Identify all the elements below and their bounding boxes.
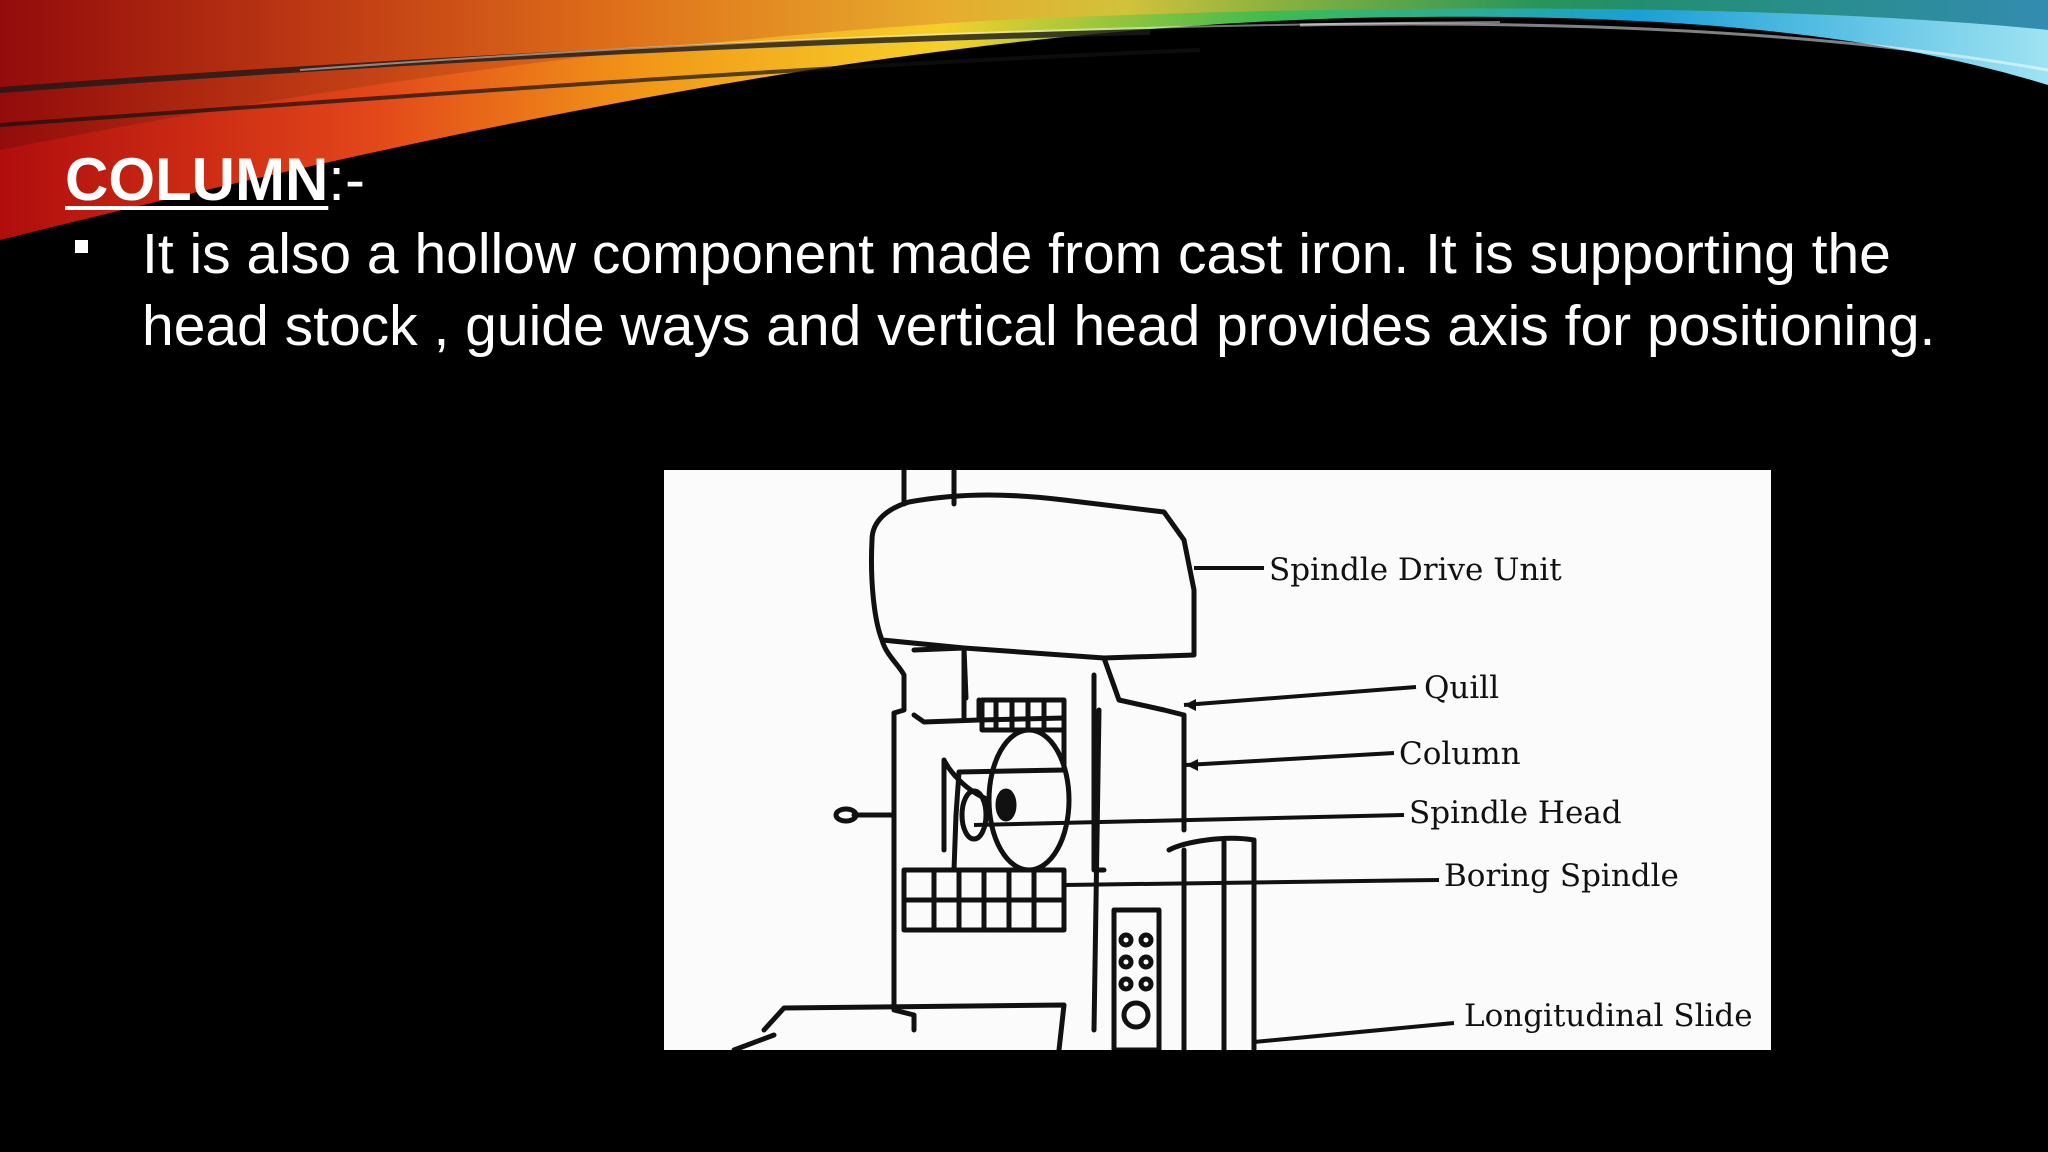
bullet-square-icon [75, 240, 88, 253]
label-spindle-head: Spindle Head [1409, 795, 1622, 831]
slide-heading: COLUMN:- [65, 140, 365, 220]
boring-machine-diagram: Spindle Drive Unit Quill Column Spindle … [664, 470, 1771, 1050]
label-longitudinal-slide: Longitudinal Slide [1464, 998, 1753, 1034]
heading-word: COLUMN [65, 146, 329, 213]
bullet-text: It is also a hollow component made from … [142, 222, 1936, 358]
heading-suffix: :- [328, 146, 365, 213]
diagram-drawing: Spindle Drive Unit Quill Column Spindle … [731, 470, 1753, 1050]
label-column: Column [1399, 736, 1521, 772]
label-boring-spindle: Boring Spindle [1444, 858, 1679, 894]
decorative-swoosh [0, 0, 2048, 240]
label-quill: Quill [1424, 670, 1499, 706]
label-spindle-drive-unit: Spindle Drive Unit [1269, 552, 1562, 588]
